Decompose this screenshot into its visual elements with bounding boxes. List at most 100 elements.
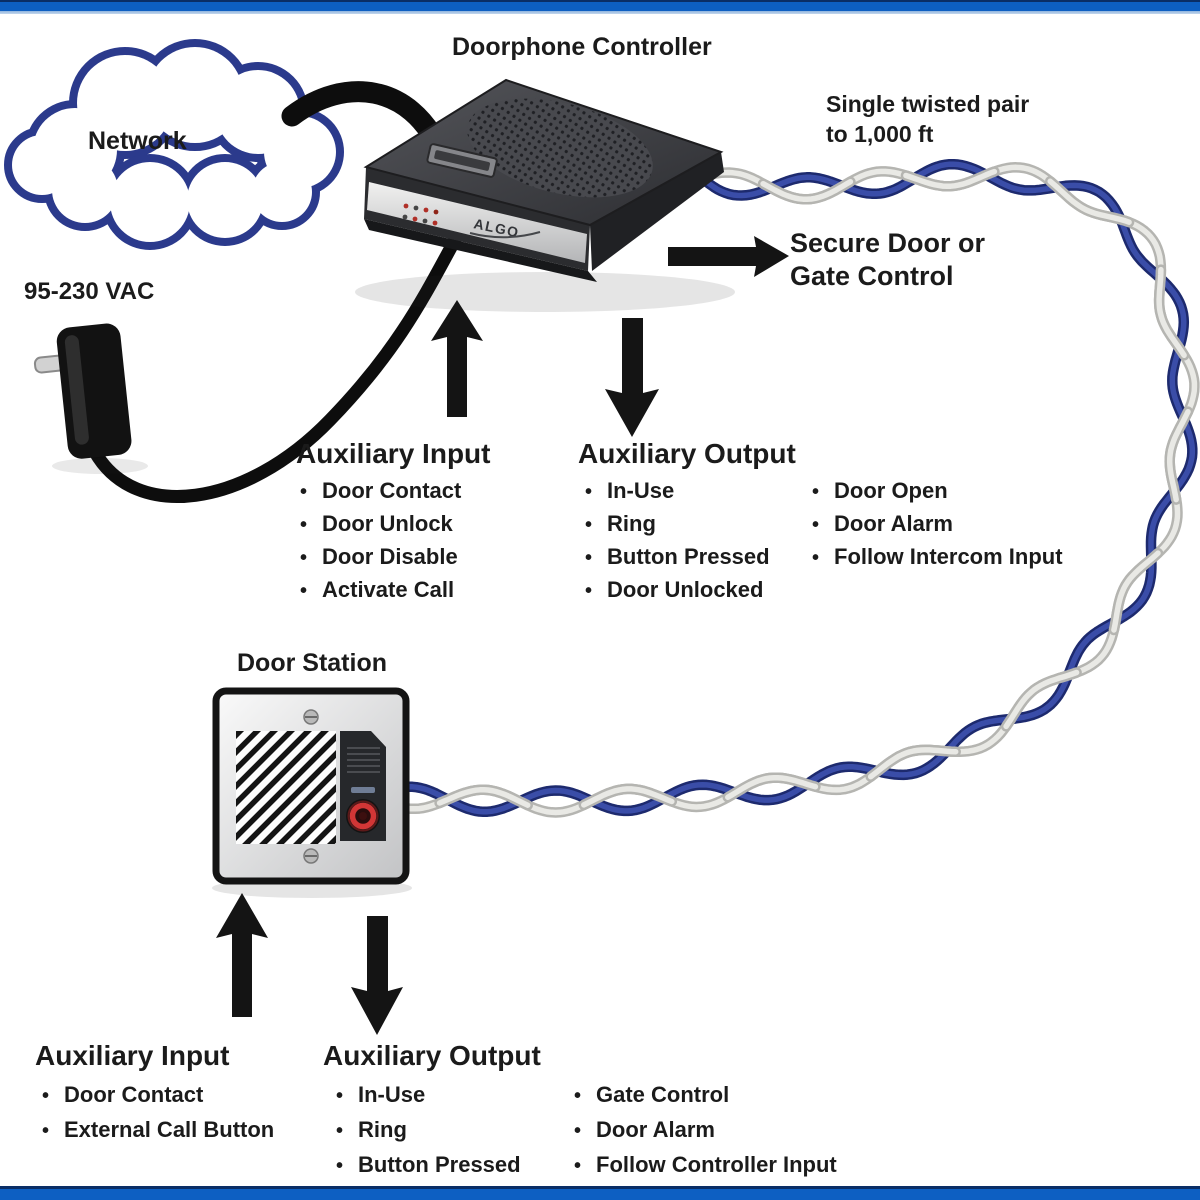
list-item: •Door Unlocked bbox=[585, 574, 770, 607]
door-station-device bbox=[212, 687, 412, 898]
bullet-icon: • bbox=[585, 481, 593, 503]
bullet-icon: • bbox=[336, 1120, 344, 1142]
list-item: • Door Alarm bbox=[812, 508, 1063, 541]
station-aux-output-arrow bbox=[351, 916, 403, 1035]
list-item-label: Gate Control bbox=[596, 1082, 730, 1107]
bottom-border bbox=[0, 1186, 1200, 1200]
twisted-pair-white-strand bbox=[1166, 408, 1191, 503]
bullet-icon: • bbox=[336, 1085, 344, 1107]
twisted-pair-white-strand bbox=[1156, 266, 1187, 359]
controller-aux-input-heading: Auxiliary Input bbox=[296, 438, 491, 469]
controller-front-panel bbox=[367, 182, 587, 263]
twisted-pair-label-line2: to 1,000 ft bbox=[826, 121, 934, 147]
controller-base bbox=[364, 219, 597, 282]
twisted-pair-white-strand bbox=[1000, 667, 1082, 732]
bullet-icon: • bbox=[300, 547, 308, 569]
twisted-pair-white-strand bbox=[760, 178, 854, 203]
list-item: •External Call Button bbox=[42, 1113, 274, 1148]
top-border bbox=[0, 0, 1200, 14]
controller-aux-input-arrow bbox=[431, 300, 483, 417]
controller-shadow bbox=[355, 272, 735, 312]
secure-door-line1: Secure Door or bbox=[790, 228, 986, 258]
bullet-icon: • bbox=[812, 481, 820, 503]
list-item: •Follow Controller Input bbox=[574, 1148, 837, 1183]
twisted-pair-white-strand bbox=[1111, 550, 1161, 633]
bullet-icon: • bbox=[42, 1085, 50, 1107]
bullet-icon: • bbox=[585, 580, 593, 602]
secure-door-arrow bbox=[668, 236, 789, 277]
list-item: • Door Disable bbox=[300, 541, 461, 574]
doorphone-controller-device: ALGO bbox=[355, 78, 735, 312]
list-item: •Ring bbox=[585, 508, 770, 541]
list-item-label: Door Contact bbox=[64, 1082, 204, 1107]
twisted-pair-white-strand bbox=[436, 787, 531, 808]
adapter-highlight bbox=[64, 335, 89, 445]
list-item-label: External Call Button bbox=[64, 1117, 275, 1142]
list-item-label: Ring bbox=[607, 511, 656, 536]
list-item: • Door Open bbox=[812, 475, 1063, 508]
list-item: •Button Pressed bbox=[585, 541, 770, 574]
power-adapter bbox=[33, 323, 132, 459]
door-station-title: Door Station bbox=[237, 649, 387, 677]
list-item-label: Door Unlock bbox=[322, 511, 453, 536]
controller-aux-output-col2: • Door Open • Door Alarm •Follow Intercom … bbox=[812, 475, 1063, 574]
station-speaker-grille bbox=[236, 731, 336, 844]
call-button-glow bbox=[347, 800, 379, 832]
list-item-label: Ring bbox=[358, 1117, 407, 1142]
bullet-icon: • bbox=[574, 1085, 582, 1107]
secure-door-line2: Gate Control bbox=[790, 261, 954, 291]
list-item-label: Door Contact bbox=[322, 478, 462, 503]
power-cable bbox=[88, 233, 462, 503]
station-aux-input-heading: Auxiliary Input bbox=[35, 1040, 230, 1071]
twisted-pair-blue-strand bbox=[397, 161, 1196, 815]
list-item: •In-Use bbox=[336, 1078, 521, 1113]
list-item: • Door Contact bbox=[42, 1078, 274, 1113]
controller-right-face bbox=[590, 152, 724, 271]
controller-aux-output-heading: Auxiliary Output bbox=[578, 438, 796, 469]
controller-led-cluster bbox=[402, 203, 439, 226]
controller-aux-output-arrow bbox=[605, 318, 659, 437]
panel-mini-grille bbox=[347, 747, 380, 773]
twisted-pair-cable bbox=[393, 158, 1200, 818]
twisted-pair-white-strand bbox=[581, 786, 675, 808]
bullet-icon: • bbox=[300, 481, 308, 503]
list-item: •Follow Intercom Input bbox=[812, 541, 1063, 574]
list-item-label: Door Alarm bbox=[596, 1117, 715, 1142]
twisted-pair-white-strand bbox=[867, 747, 959, 780]
twisted-pair-white-strand bbox=[725, 774, 819, 801]
power-adapter-group bbox=[33, 233, 462, 503]
list-item: • Gate Control bbox=[574, 1078, 837, 1113]
twisted-pair-white-strand bbox=[1047, 178, 1132, 225]
station-aux-output-col1: •In-Use • Ring • Button Pressed bbox=[336, 1078, 521, 1183]
list-item-label: Door Open bbox=[834, 478, 948, 503]
station-aux-output-heading: Auxiliary Output bbox=[323, 1040, 541, 1071]
list-item-label: Door Alarm bbox=[834, 511, 953, 536]
list-item-label: In-Use bbox=[607, 478, 675, 503]
list-item: • Door Alarm bbox=[574, 1113, 837, 1148]
list-item: • Door Unlock bbox=[300, 508, 461, 541]
list-item-label: Follow Controller Input bbox=[596, 1152, 837, 1177]
list-item-label: Button Pressed bbox=[607, 544, 770, 569]
controller-label-plate bbox=[426, 143, 498, 178]
flow-arrows bbox=[216, 236, 789, 1035]
list-item-label: Door Disable bbox=[322, 544, 458, 569]
network-label: Network bbox=[88, 127, 187, 155]
bullet-icon: • bbox=[812, 514, 820, 536]
controller-aux-input-list: • Door Contact • Door Unlock • Door Disable… bbox=[300, 475, 461, 607]
controller-speaker-grille bbox=[467, 98, 653, 198]
station-aux-input-arrow bbox=[216, 893, 268, 1017]
adapter-shadow bbox=[52, 458, 148, 474]
bullet-icon: • bbox=[300, 580, 308, 602]
list-item: • In-Use bbox=[585, 475, 770, 508]
list-item-label: Button Pressed bbox=[358, 1152, 521, 1177]
bullet-icon: • bbox=[574, 1120, 582, 1142]
call-button-center bbox=[359, 812, 367, 820]
controller-brand-swoosh bbox=[469, 231, 541, 239]
panel-label bbox=[351, 787, 375, 793]
bullet-icon: • bbox=[300, 514, 308, 536]
bullet-icon: • bbox=[812, 547, 820, 569]
station-aux-input-list: • Door Contact •External Call Button bbox=[42, 1078, 274, 1148]
list-item: •Activate Call bbox=[300, 574, 461, 607]
